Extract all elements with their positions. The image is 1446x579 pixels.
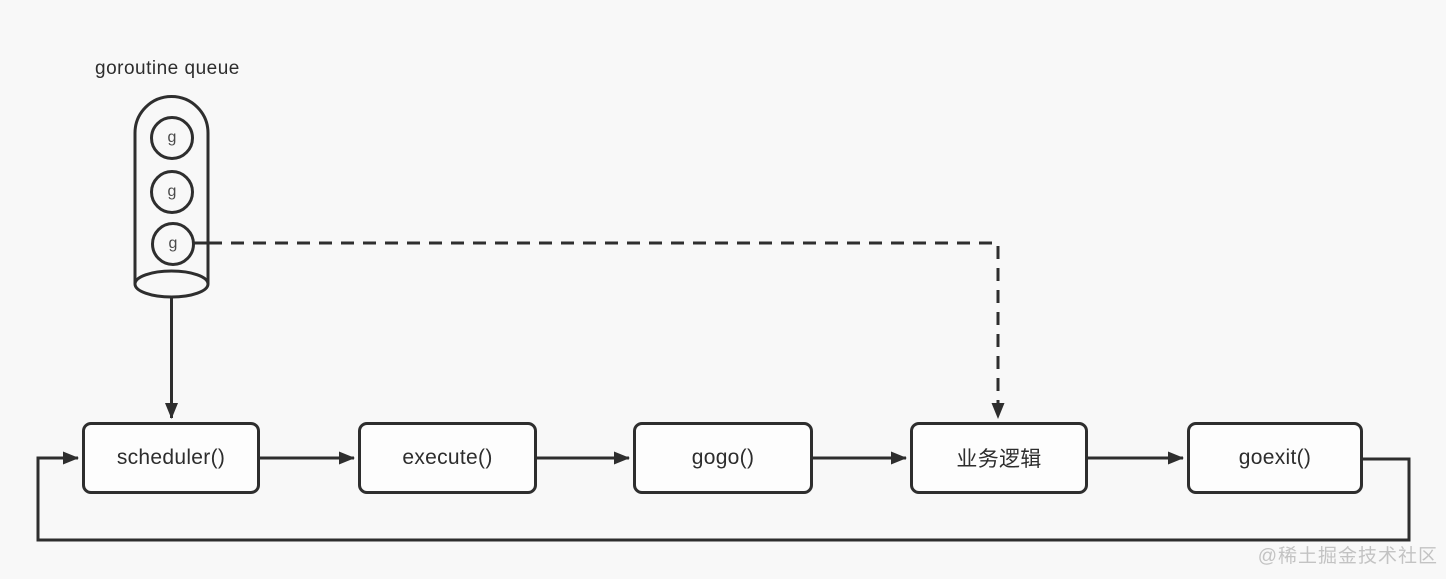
node-goexit-label: goexit() xyxy=(1238,446,1312,469)
queue-to-business-dashed-arrow xyxy=(209,241,1005,419)
node-business-logic: 业务逻辑 xyxy=(910,422,1088,494)
goroutine-item: g xyxy=(150,116,194,160)
node-execute-label: execute() xyxy=(402,446,493,469)
node-goexit: goexit() xyxy=(1187,422,1363,494)
node-scheduler: scheduler() xyxy=(82,422,260,494)
goroutine-item: g xyxy=(151,222,195,266)
node-scheduler-label: scheduler() xyxy=(116,446,226,469)
node-business-logic-label: 业务逻辑 xyxy=(956,448,1042,471)
goroutine-item: g xyxy=(150,170,194,214)
goroutine-item-label: g xyxy=(168,235,178,252)
queue-title: goroutine queue xyxy=(95,58,240,79)
watermark-text: @稀土掘金技术社区 xyxy=(1257,546,1438,567)
goroutine-item-label: g xyxy=(167,129,177,146)
goroutine-item-label: g xyxy=(167,183,177,200)
goexit-to-scheduler-loop-arrow xyxy=(36,451,1411,542)
queue-cylinder-bottom-icon xyxy=(133,269,210,299)
node-execute: execute() xyxy=(358,422,537,494)
queue-cylinder-icon xyxy=(133,95,210,284)
node-gogo-label: gogo() xyxy=(691,446,755,469)
node-gogo: gogo() xyxy=(633,422,813,494)
